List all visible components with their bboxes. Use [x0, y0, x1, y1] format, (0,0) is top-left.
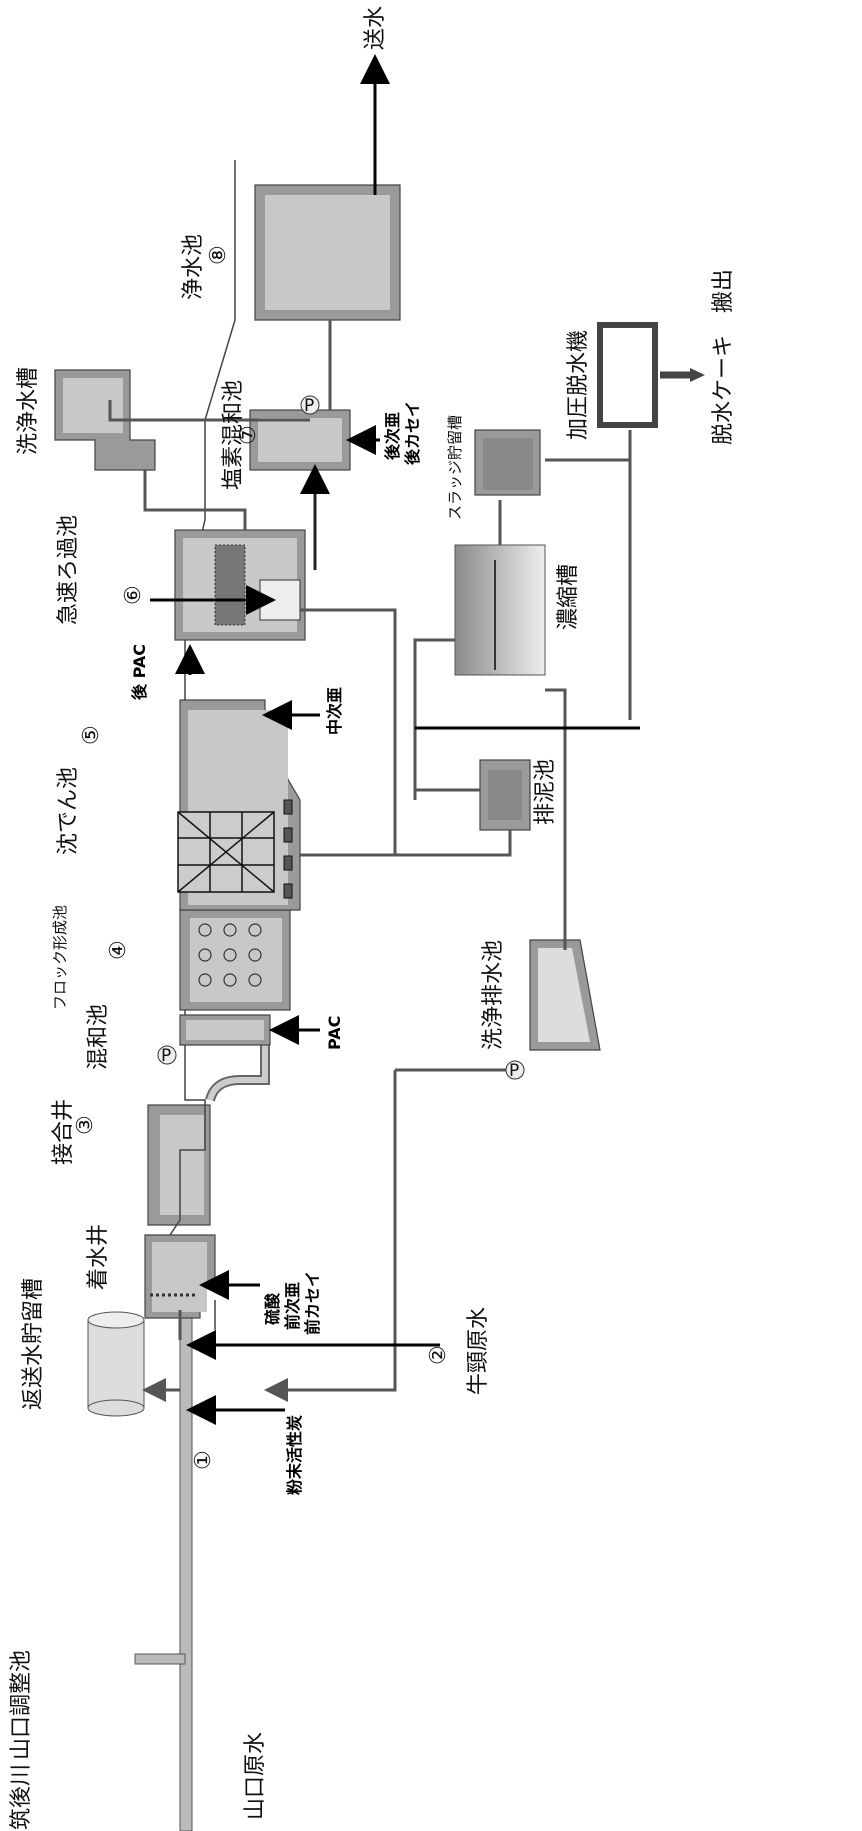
chem-post-2: 後カセイ [403, 401, 422, 465]
label-drain-pond: 排泥池 [533, 759, 558, 825]
step-1: ① [191, 1450, 216, 1470]
pressure-dewatering-machine [597, 322, 705, 428]
label-settling-pond: 沈でん池 [56, 767, 81, 855]
step-6: ⑥ [121, 585, 146, 605]
step-2: ② [426, 1345, 451, 1365]
return-water-tank [87, 1311, 180, 1417]
process-piping [108, 320, 632, 1402]
sludge-drain-pond [479, 759, 531, 831]
chemical-dosing-arrows [150, 425, 440, 1425]
label-return-tank: 返送水貯留槽 [21, 1278, 46, 1410]
label-yamaguchi-raw: 山口原水 [243, 1732, 268, 1820]
wash-drain-pond [529, 939, 601, 1051]
label-chlorine-mix-pond: 塩素混和池 [221, 380, 246, 490]
chem-pre-1: 硫酸 [263, 1292, 282, 1325]
label-mixing-pond: 混和池 [86, 1004, 111, 1070]
label-wash-drain-pond: 洗浄排水池 [481, 940, 506, 1050]
wash-water-tank [54, 369, 156, 471]
svg-text:P: P [304, 396, 314, 416]
pump-icon: P [157, 1045, 177, 1066]
label-receiving-well: 着水井 [86, 1224, 111, 1290]
label-chikugo-river: 筑後川 [9, 1764, 34, 1830]
label-clear-well: 浄水池 [181, 234, 206, 300]
chem-pre-2: 前次亜 [283, 1282, 302, 1330]
chem-post-pac: 後 PAC [130, 644, 149, 700]
rapid-filter [174, 529, 306, 641]
receiving-well [144, 1234, 216, 1319]
step-4: ④ [106, 940, 131, 960]
svg-text:P: P [509, 1061, 519, 1081]
label-wash-water-tank: 洗浄水槽 [16, 367, 41, 455]
label-connection-well: 接合井 [51, 1099, 76, 1165]
svg-text:P: P [161, 1046, 171, 1066]
label-send-water: 送水 [363, 6, 388, 50]
step-7: ⑦ [236, 425, 261, 445]
chem-post-1: 後次亜 [383, 412, 402, 460]
step-8: ⑧ [206, 245, 231, 265]
settling-pond [177, 699, 301, 911]
thickener-tank [454, 544, 546, 676]
label-thickener: 濃縮槽 [556, 564, 581, 630]
label-gozu-raw: 牛頸原水 [466, 1307, 491, 1395]
label-floc-pond: フロック形成池 [51, 905, 69, 1010]
label-filter-pond: 急速ろ過池 [56, 515, 81, 625]
inclined-plate-settler [177, 811, 275, 893]
label-dewatering: 加圧脱水機 [566, 330, 591, 440]
label-cake-out: 脱水ケーキ 搬出 [711, 269, 736, 445]
connection-well [147, 1104, 211, 1226]
chem-pre-3: 前カセイ [303, 1271, 322, 1335]
chem-pac: PAC [325, 1016, 344, 1050]
step-3: ③ [73, 1115, 98, 1135]
step-5: ⑤ [79, 725, 104, 745]
label-yamaguchi-pond: 山口調整池 [9, 1650, 34, 1760]
sludge-storage-tank [474, 429, 541, 496]
clear-water-pond [254, 184, 401, 321]
pump-icon: P [300, 395, 320, 416]
label-sludge-tank: スラッジ貯留槽 [446, 415, 464, 520]
mixing-pond [179, 1014, 271, 1046]
chem-powder-carbon: 粉末活性炭 [285, 1415, 304, 1495]
pump-icon: P [505, 1060, 525, 1081]
floc-formation-pond [179, 909, 291, 1011]
chem-mid-chlorine: 中次亜 [325, 687, 344, 735]
transfer-pipe [205, 1040, 270, 1102]
